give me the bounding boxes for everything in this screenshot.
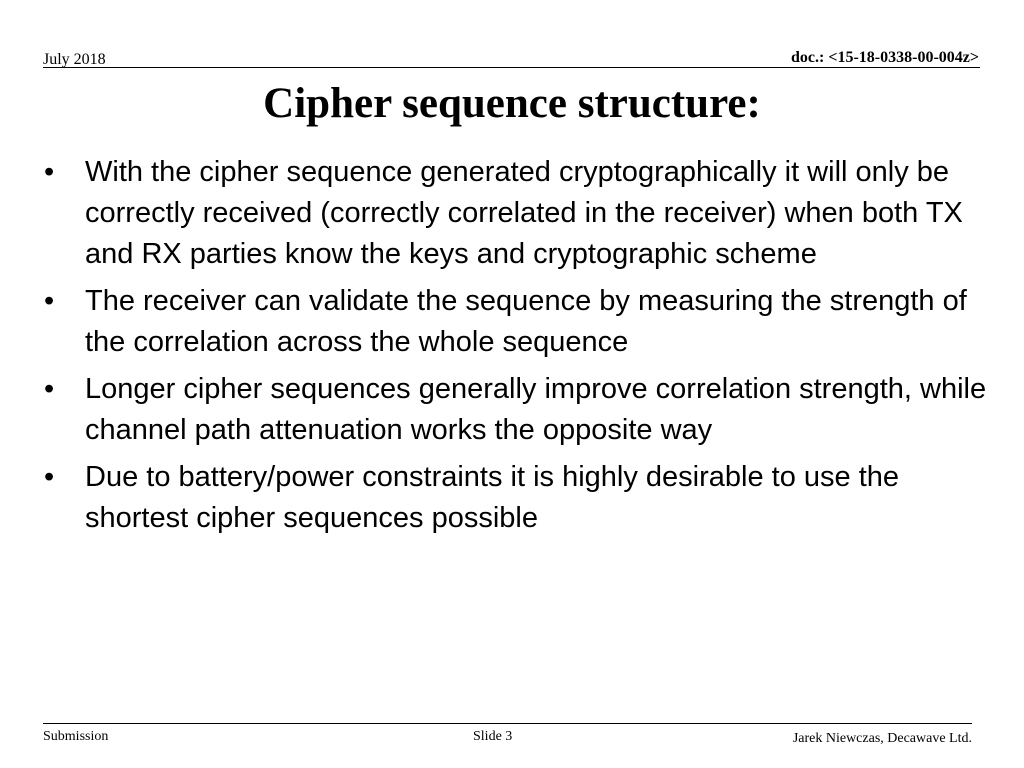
header-date: July 2018: [43, 51, 106, 68]
footer-slide-number: Slide 3: [473, 729, 513, 744]
slide-title: Cipher sequence structure:: [263, 80, 761, 127]
bullet-item: • Longer cipher sequences generally impr…: [0, 369, 1000, 451]
bullet-text: Longer cipher sequences generally improv…: [85, 373, 987, 446]
footer-submission: Submission: [43, 729, 109, 744]
bullet-icon: •: [44, 461, 55, 493]
footer-author: Jarek Niewczas, Decawave Ltd.: [792, 731, 972, 746]
bullet-text: Due to battery/power constraints it is h…: [85, 461, 900, 534]
header-doc-id: doc.: <15-18-0338-00-004z>: [791, 49, 979, 66]
bullet-list: • With the cipher sequence generated cry…: [0, 152, 1000, 545]
bullet-item: • With the cipher sequence generated cry…: [0, 152, 1000, 275]
bullet-text: The receiver can validate the sequence b…: [85, 285, 967, 358]
bullet-icon: •: [44, 285, 55, 317]
bullet-icon: •: [44, 373, 55, 405]
bullet-item: • Due to battery/power constraints it is…: [0, 457, 1000, 539]
header-divider: [43, 67, 980, 68]
bullet-icon: •: [44, 156, 55, 188]
bullet-item: • The receiver can validate the sequence…: [0, 281, 1000, 363]
footer-divider: [43, 723, 972, 724]
bullet-text: With the cipher sequence generated crypt…: [85, 156, 963, 270]
